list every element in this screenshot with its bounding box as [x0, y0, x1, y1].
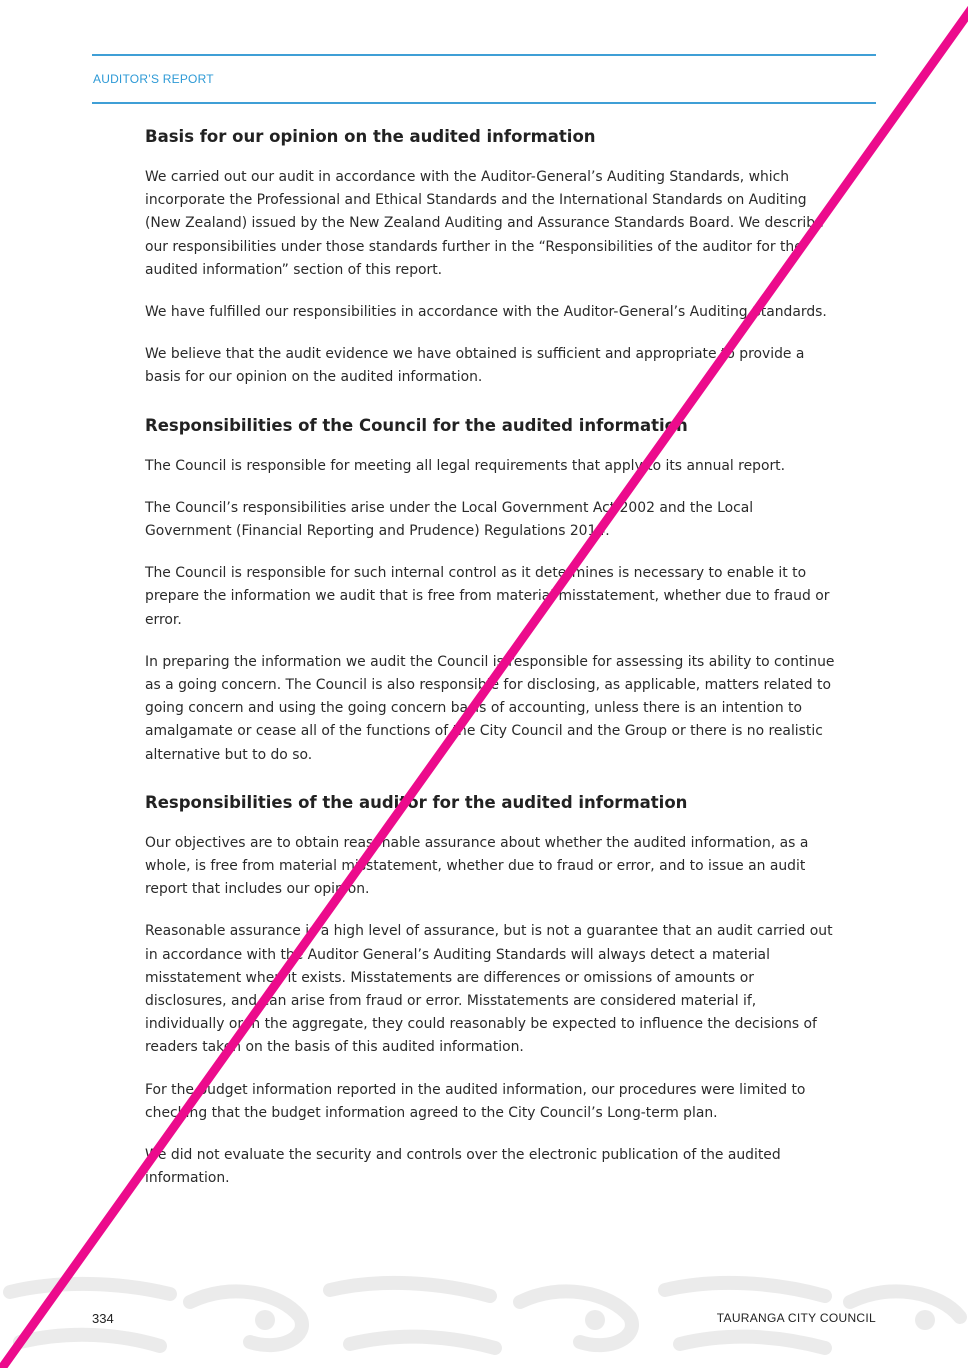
section-heading: Basis for our opinion on the audited inf…	[145, 127, 596, 146]
paragraph: In preparing the information we audit th…	[145, 653, 835, 763]
section-heading: Responsibilities of the auditor for the …	[145, 792, 688, 812]
footer-organisation: TAURANGA CITY COUNCIL	[716, 1311, 876, 1325]
section-heading: Responsibilities of the Council for the …	[145, 415, 688, 435]
paragraph: We believe that the audit evidence we ha…	[145, 346, 805, 386]
page-number: 334	[92, 1311, 114, 1326]
report-body: Basis for our opinion on the audited inf…	[145, 125, 835, 1215]
section-council-responsibilities: Responsibilities of the Council for the …	[145, 414, 835, 767]
paragraph: We did not evaluate the security and con…	[145, 1147, 781, 1187]
paragraph: We carried out our audit in accordance w…	[145, 169, 824, 278]
section-basis-for-opinion: Basis for our opinion on the audited inf…	[145, 125, 835, 390]
paragraph: For the budget information reported in t…	[145, 1081, 806, 1121]
paragraph: We have fulfilled our responsibilities i…	[145, 304, 827, 321]
header-bottom-rule	[92, 102, 876, 104]
header-top-rule	[92, 54, 876, 56]
paragraph: The Council is responsible for such inte…	[145, 565, 830, 628]
running-header: AUDITOR’S REPORT	[93, 72, 214, 86]
paragraph: Reasonable assurance is a high level of …	[145, 923, 833, 1056]
section-auditor-responsibilities: Responsibilities of the auditor for the …	[145, 791, 835, 1191]
paragraph: Our objectives are to obtain reasonable …	[145, 834, 809, 898]
paragraph: The Council is responsible for meeting a…	[145, 457, 786, 474]
paragraph: The Council’s responsibilities arise und…	[145, 499, 754, 540]
